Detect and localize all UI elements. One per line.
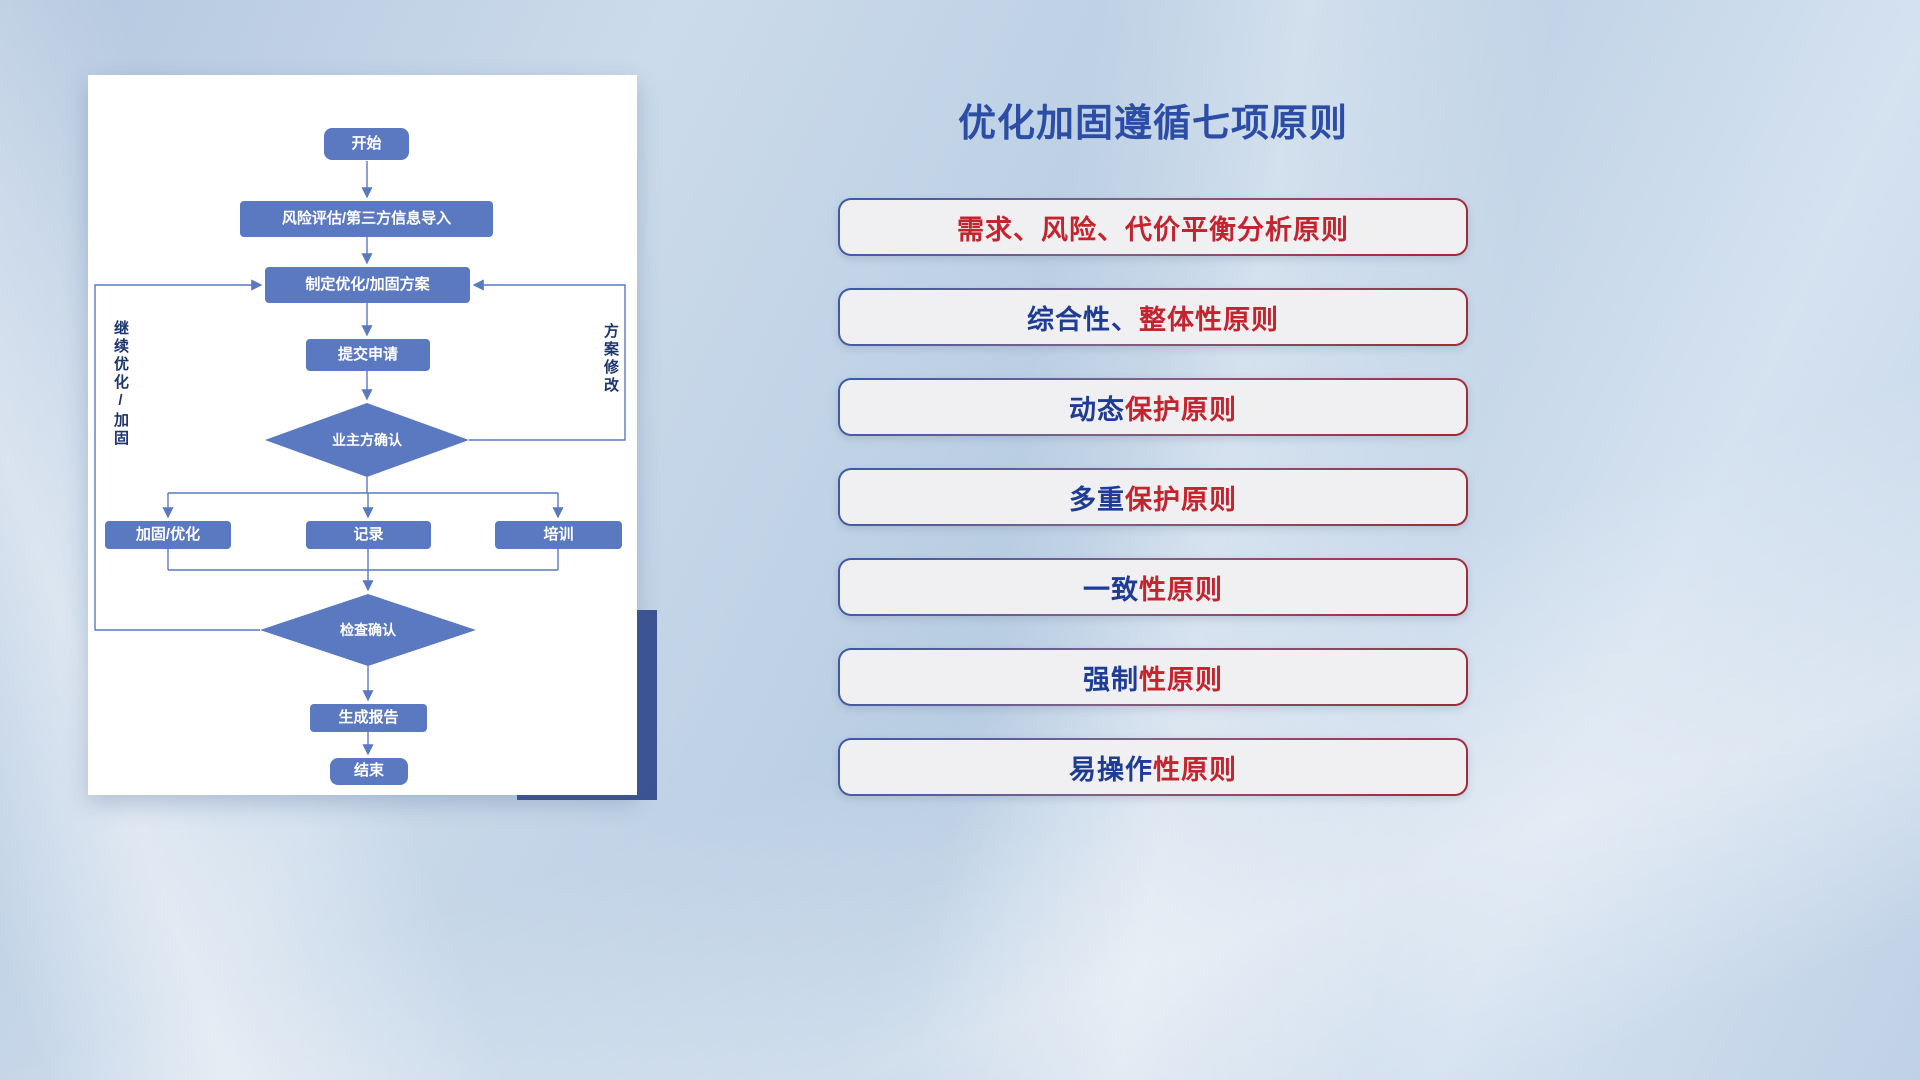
principle-box: 综合性、整体性原则	[838, 288, 1468, 346]
flow-node-start: 开始	[324, 128, 409, 160]
flow-node-training: 培训	[495, 521, 622, 549]
principle-text-navy: 一致	[1083, 574, 1139, 605]
principle-text-red: 保护原则	[1125, 484, 1237, 515]
decision-owner-confirm-shape	[265, 403, 469, 477]
principles-list: 需求、风险、代价平衡分析原则 综合性、整体性原则 动态保护原则 多重保护原则 一…	[838, 198, 1468, 796]
principle-text-navy: 强制	[1083, 664, 1139, 695]
flowchart-connectors	[94, 161, 626, 756]
flow-node-record: 记录	[306, 521, 431, 549]
principle-text-navy: 多重	[1069, 484, 1125, 515]
principle-text-red: 需求、风险、代价平衡分析原则	[957, 214, 1349, 245]
principle-text-red: 整体性原则	[1139, 304, 1279, 335]
principle-box: 动态保护原则	[838, 378, 1468, 436]
principle-text-red: 性原则	[1139, 664, 1223, 695]
principle-label: 需求、风险、代价平衡分析原则	[840, 200, 1466, 254]
principle-text-red: 性原则	[1139, 574, 1223, 605]
flow-node-make-plan: 制定优化/加固方案	[265, 267, 470, 303]
principle-label: 强制性原则	[840, 650, 1466, 704]
flow-node-generate-report: 生成报告	[310, 704, 427, 732]
flow-node-submit-application: 提交申请	[306, 339, 430, 371]
page-title: 优化加固遵循七项原则	[957, 103, 1348, 145]
principle-text-navy: 易操作	[1069, 754, 1153, 785]
flow-node-reinforce-optimize: 加固/优化	[105, 521, 231, 549]
principle-label: 一致性原则	[840, 560, 1466, 614]
principle-label: 多重保护原则	[840, 470, 1466, 524]
principle-box: 一致性原则	[838, 558, 1468, 616]
flow-node-risk-assessment: 风险评估/第三方信息导入	[240, 201, 493, 237]
principle-label: 动态保护原则	[840, 380, 1466, 434]
principle-label: 综合性、整体性原则	[840, 290, 1466, 344]
principle-text-red: 保护原则	[1125, 394, 1237, 425]
principle-box: 多重保护原则	[838, 468, 1468, 526]
flowchart-card: 开始 风险评估/第三方信息导入 制定优化/加固方案 提交申请 业主方确认 加固/…	[88, 75, 637, 795]
flow-edge-label-plan-modify: 方案修改	[602, 323, 619, 395]
principle-text-red: 性原则	[1153, 754, 1237, 785]
flow-edge-label-continue-optimize: 继续优化/加固	[112, 320, 129, 448]
decision-check-confirm-shape	[260, 594, 476, 666]
principle-label: 易操作性原则	[840, 740, 1466, 794]
flow-node-end: 结束	[330, 758, 408, 785]
principle-text-navy: 综合性、	[1027, 304, 1139, 335]
principle-box: 需求、风险、代价平衡分析原则	[838, 198, 1468, 256]
principle-text-navy: 动态	[1069, 394, 1125, 425]
principle-box: 易操作性原则	[838, 738, 1468, 796]
principle-box: 强制性原则	[838, 648, 1468, 706]
